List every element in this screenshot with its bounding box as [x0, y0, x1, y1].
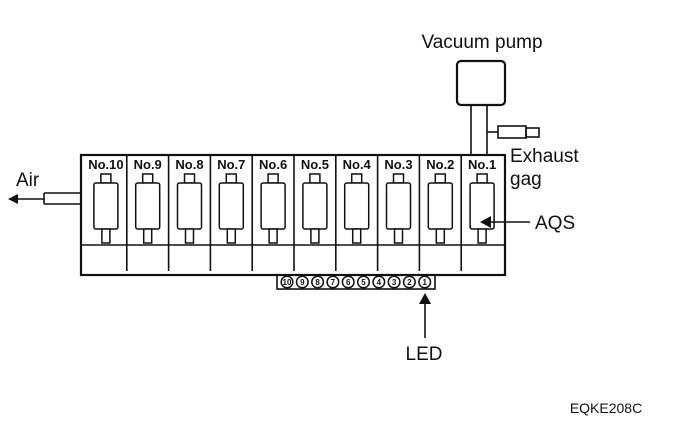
- slot-label: No.5: [301, 157, 329, 172]
- led-number: 9: [300, 278, 305, 287]
- sensor-stem: [477, 228, 487, 244]
- sensor-slot: No.1: [460, 155, 496, 271]
- slot-label: No.10: [88, 157, 123, 172]
- led-circle: [341, 275, 355, 289]
- sensor-slots: No.10 No.9 No.8 No.7 No.6 No.5 No.4 No.3 No.2 No.…: [81, 155, 505, 271]
- sensor-stem: [184, 228, 195, 244]
- aqs-label: AQS: [535, 213, 575, 234]
- sensor-slot: No.5: [293, 155, 329, 271]
- led-number: 5: [361, 278, 366, 287]
- sensor-top-tab: [350, 173, 363, 184]
- sensor-top-tab: [100, 173, 112, 184]
- led-indicator: 8: [311, 275, 325, 289]
- led-circle: [402, 275, 416, 289]
- led-strip: [276, 274, 436, 290]
- led-number: 2: [407, 278, 412, 287]
- sensor-stem: [268, 228, 278, 244]
- sensor-top-tab: [267, 173, 279, 184]
- sensor-slot: No.3: [376, 155, 413, 271]
- aqs-sensor-body: [385, 182, 412, 230]
- vacuum-pump-label: Vacuum pump: [421, 32, 542, 53]
- sensor-stem: [351, 228, 362, 244]
- sensor-top-tab: [476, 173, 488, 184]
- sensor-stem: [142, 228, 153, 244]
- aqs-sensor-body: [176, 182, 203, 230]
- led-arrow-head: [419, 293, 431, 304]
- sensor-slot: No.6: [251, 155, 287, 271]
- slot-label: No.1: [468, 157, 496, 172]
- sensor-top-tab: [434, 173, 447, 184]
- led-indicator: 7: [326, 275, 340, 289]
- led-number: 4: [377, 278, 382, 287]
- led-circle: [387, 275, 401, 289]
- slot-label: No.8: [175, 157, 203, 172]
- aqs-arrow-head: [480, 216, 491, 228]
- sensor-stem: [393, 228, 404, 244]
- led-circle: [326, 275, 340, 289]
- slot-label: No.2: [426, 157, 454, 172]
- exhaust-valve: [497, 125, 527, 139]
- led-circle: [295, 275, 309, 289]
- exhaust-label-line1: Exhaust: [510, 146, 579, 167]
- sensor-top-tab: [141, 173, 154, 184]
- aqs-sensor-body: [93, 182, 119, 230]
- led-indicator: 9: [295, 275, 309, 289]
- slot-label: No.6: [259, 157, 287, 172]
- aqs-sensor-body: [427, 182, 454, 230]
- led-circle: [372, 275, 386, 289]
- sensor-stem: [310, 228, 320, 244]
- led-circle: [280, 275, 294, 289]
- air-outlet-pipe: [43, 192, 81, 205]
- aqs-sensor-body: [343, 182, 370, 230]
- sensor-stem: [435, 228, 446, 244]
- led-label: LED: [406, 344, 443, 365]
- led-indicator: 6: [341, 275, 355, 289]
- led-number: 7: [331, 278, 336, 287]
- sensor-top-tab: [309, 173, 321, 184]
- slot-label: No.9: [134, 157, 162, 172]
- sensor-slot: No.7: [209, 155, 245, 271]
- vacuum-pump-body: [455, 59, 507, 107]
- sensor-slot: No.10: [88, 157, 124, 244]
- sensor-slot: No.2: [418, 155, 454, 271]
- led-indicator: 3: [387, 275, 401, 289]
- slot-label: No.3: [384, 157, 412, 172]
- exhaust-label-line2: gag: [510, 169, 542, 190]
- air-label: Air: [16, 170, 40, 191]
- sensor-slot: No.9: [126, 155, 162, 271]
- led-number: 3: [392, 278, 397, 287]
- led-number: 6: [346, 278, 351, 287]
- led-indicator: 5: [356, 275, 371, 289]
- led-indicators: 10 9 8 7 6 5 4 3 2 1: [280, 275, 432, 289]
- sensor-stem: [101, 228, 111, 244]
- aqs-sensor-body: [218, 182, 245, 230]
- figure-code: EQKE208C: [570, 400, 642, 416]
- sensor-slot: No.4: [334, 155, 372, 271]
- sensor-top-tab: [392, 173, 405, 184]
- sensor-stem: [226, 228, 237, 244]
- led-number: 8: [315, 278, 320, 287]
- vacuum-hose: [470, 105, 488, 155]
- led-indicator: 1: [418, 275, 432, 289]
- air-arrow-head: [8, 194, 18, 204]
- sensor-top-tab: [183, 173, 196, 184]
- sensor-slot: No.8: [167, 155, 204, 271]
- aqs-sensor-body: [302, 182, 328, 230]
- slot-label: No.4: [343, 157, 372, 172]
- sensor-top-tab: [225, 173, 238, 184]
- aqs-sensor-body: [134, 182, 161, 230]
- led-circle: [356, 275, 371, 289]
- led-indicator: 10: [280, 275, 294, 289]
- exhaust-cap: [525, 127, 540, 138]
- led-indicator: 4: [372, 275, 386, 289]
- led-circle: [418, 275, 432, 289]
- led-circle: [311, 275, 325, 289]
- led-number: 10: [283, 278, 292, 287]
- slot-label: No.7: [217, 157, 245, 172]
- led-indicator: 2: [402, 275, 416, 289]
- led-number: 1: [422, 278, 427, 287]
- aqs-sensor-body: [260, 182, 286, 230]
